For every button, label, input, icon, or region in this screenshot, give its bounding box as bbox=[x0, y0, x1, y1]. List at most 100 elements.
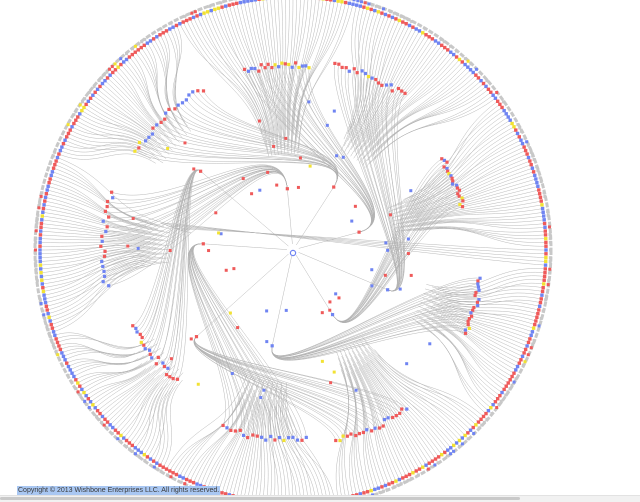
leaf-node-inner[interactable] bbox=[106, 200, 109, 203]
leaf-node-outer-secondary[interactable] bbox=[37, 206, 40, 209]
leaf-node-inner[interactable] bbox=[253, 67, 256, 70]
leaf-node-outer-secondary[interactable] bbox=[49, 335, 52, 338]
leaf-node-outer[interactable] bbox=[538, 305, 541, 308]
leaf-node-outer[interactable] bbox=[536, 312, 539, 315]
leaf-node-outer[interactable] bbox=[44, 196, 47, 199]
leaf-node-outer-secondary[interactable] bbox=[79, 394, 82, 397]
leaf-node-outer-secondary[interactable] bbox=[75, 387, 78, 390]
leaf-node-outer[interactable] bbox=[355, 3, 358, 6]
leaf-node-outer[interactable] bbox=[41, 286, 44, 289]
leaf-node-outer[interactable] bbox=[39, 271, 42, 274]
leaf-node-outer[interactable] bbox=[535, 316, 538, 319]
leaf-node-outer[interactable] bbox=[185, 478, 188, 481]
leaf-node-outer[interactable] bbox=[202, 11, 205, 14]
leaf-node-outer-secondary[interactable] bbox=[169, 475, 172, 478]
leaf-node-outer-secondary[interactable] bbox=[119, 57, 122, 60]
leaf-node-outer[interactable] bbox=[500, 106, 503, 109]
leaf-node-outer[interactable] bbox=[40, 275, 43, 278]
leaf-node-outer-secondary[interactable] bbox=[393, 12, 396, 15]
leaf-node-outer-secondary[interactable] bbox=[208, 5, 211, 8]
internal-node[interactable] bbox=[297, 186, 300, 189]
leaf-node-outer[interactable] bbox=[38, 245, 41, 248]
leaf-node-outer[interactable] bbox=[398, 19, 401, 22]
leaf-node-outer-secondary[interactable] bbox=[403, 481, 406, 484]
leaf-node-inner[interactable] bbox=[307, 66, 310, 69]
leaf-node-inner[interactable] bbox=[144, 139, 147, 142]
leaf-node-outer[interactable] bbox=[80, 388, 83, 391]
internal-node[interactable] bbox=[389, 213, 392, 216]
leaf-node-outer[interactable] bbox=[452, 444, 455, 447]
leaf-node-outer[interactable] bbox=[235, 2, 238, 5]
leaf-node-outer[interactable] bbox=[373, 9, 376, 12]
leaf-node-outer-secondary[interactable] bbox=[440, 38, 443, 41]
leaf-node-outer-secondary[interactable] bbox=[524, 360, 527, 363]
leaf-node-inner[interactable] bbox=[102, 270, 105, 273]
leaf-node-outer[interactable] bbox=[89, 97, 92, 100]
leaf-node-outer[interactable] bbox=[42, 293, 45, 296]
leaf-node-outer[interactable] bbox=[45, 192, 48, 195]
leaf-node-outer[interactable] bbox=[146, 455, 149, 458]
leaf-node-outer[interactable] bbox=[40, 222, 43, 225]
leaf-node-outer[interactable] bbox=[39, 260, 42, 263]
leaf-node-outer[interactable] bbox=[250, 0, 253, 2]
leaf-node-outer[interactable] bbox=[54, 337, 57, 340]
leaf-node-outer[interactable] bbox=[539, 196, 542, 199]
leaf-node-outer[interactable] bbox=[498, 103, 501, 106]
leaf-node-outer[interactable] bbox=[43, 297, 46, 300]
leaf-node-outer[interactable] bbox=[487, 409, 490, 412]
leaf-node-outer-secondary[interactable] bbox=[39, 298, 42, 301]
leaf-node-outer[interactable] bbox=[182, 476, 185, 479]
leaf-node-outer[interactable] bbox=[411, 26, 414, 29]
leaf-node-outer-secondary[interactable] bbox=[527, 144, 530, 147]
internal-node[interactable] bbox=[258, 189, 261, 192]
leaf-node-outer[interactable] bbox=[528, 337, 531, 340]
leaf-node-inner[interactable] bbox=[247, 70, 250, 73]
leaf-node-outer[interactable] bbox=[134, 446, 137, 449]
leaf-node-outer[interactable] bbox=[98, 412, 101, 415]
internal-node[interactable] bbox=[355, 389, 358, 392]
leaf-node-outer[interactable] bbox=[421, 31, 424, 34]
leaf-node-outer[interactable] bbox=[380, 11, 383, 14]
leaf-node-outer-secondary[interactable] bbox=[525, 140, 528, 143]
leaf-node-inner[interactable] bbox=[458, 189, 461, 192]
leaf-node-outer-secondary[interactable] bbox=[410, 20, 413, 23]
leaf-node-inner[interactable] bbox=[104, 230, 107, 233]
leaf-node-outer[interactable] bbox=[43, 199, 46, 202]
leaf-node-inner[interactable] bbox=[358, 432, 361, 435]
leaf-node-outer-secondary[interactable] bbox=[549, 249, 552, 252]
leaf-node-outer[interactable] bbox=[401, 20, 404, 23]
leaf-node-inner[interactable] bbox=[100, 235, 103, 238]
leaf-node-outer[interactable] bbox=[428, 462, 431, 465]
leaf-node-inner[interactable] bbox=[176, 378, 179, 381]
leaf-node-outer[interactable] bbox=[514, 368, 517, 371]
leaf-node-outer[interactable] bbox=[46, 188, 49, 191]
leaf-node-outer[interactable] bbox=[415, 27, 418, 30]
leaf-node-outer[interactable] bbox=[51, 170, 54, 173]
leaf-node-outer-secondary[interactable] bbox=[119, 440, 122, 443]
leaf-node-outer-secondary[interactable] bbox=[543, 195, 546, 198]
leaf-node-outer[interactable] bbox=[76, 381, 79, 384]
leaf-node-outer-secondary[interactable] bbox=[549, 233, 552, 236]
leaf-node-outer[interactable] bbox=[518, 361, 521, 364]
leaf-node-outer-secondary[interactable] bbox=[56, 353, 59, 356]
leaf-node-outer-secondary[interactable] bbox=[140, 40, 143, 43]
leaf-node-inner[interactable] bbox=[137, 146, 140, 149]
leaf-node-outer[interactable] bbox=[440, 453, 443, 456]
leaf-node-outer-secondary[interactable] bbox=[108, 68, 111, 71]
leaf-node-inner[interactable] bbox=[221, 424, 224, 427]
leaf-node-outer-secondary[interactable] bbox=[131, 47, 134, 50]
leaf-node-outer[interactable] bbox=[544, 252, 547, 255]
leaf-node-outer[interactable] bbox=[540, 297, 543, 300]
leaf-node-outer[interactable] bbox=[158, 464, 161, 467]
leaf-node-inner[interactable] bbox=[476, 304, 479, 307]
leaf-node-outer[interactable] bbox=[228, 3, 231, 6]
leaf-node-outer-secondary[interactable] bbox=[143, 459, 146, 462]
leaf-node-outer-secondary[interactable] bbox=[77, 390, 80, 393]
leaf-node-outer-secondary[interactable] bbox=[530, 346, 533, 349]
leaf-node-outer[interactable] bbox=[67, 365, 70, 368]
leaf-node-inner[interactable] bbox=[103, 255, 106, 258]
internal-node[interactable] bbox=[262, 389, 265, 392]
leaf-node-inner[interactable] bbox=[405, 408, 408, 411]
internal-node[interactable] bbox=[214, 211, 217, 214]
